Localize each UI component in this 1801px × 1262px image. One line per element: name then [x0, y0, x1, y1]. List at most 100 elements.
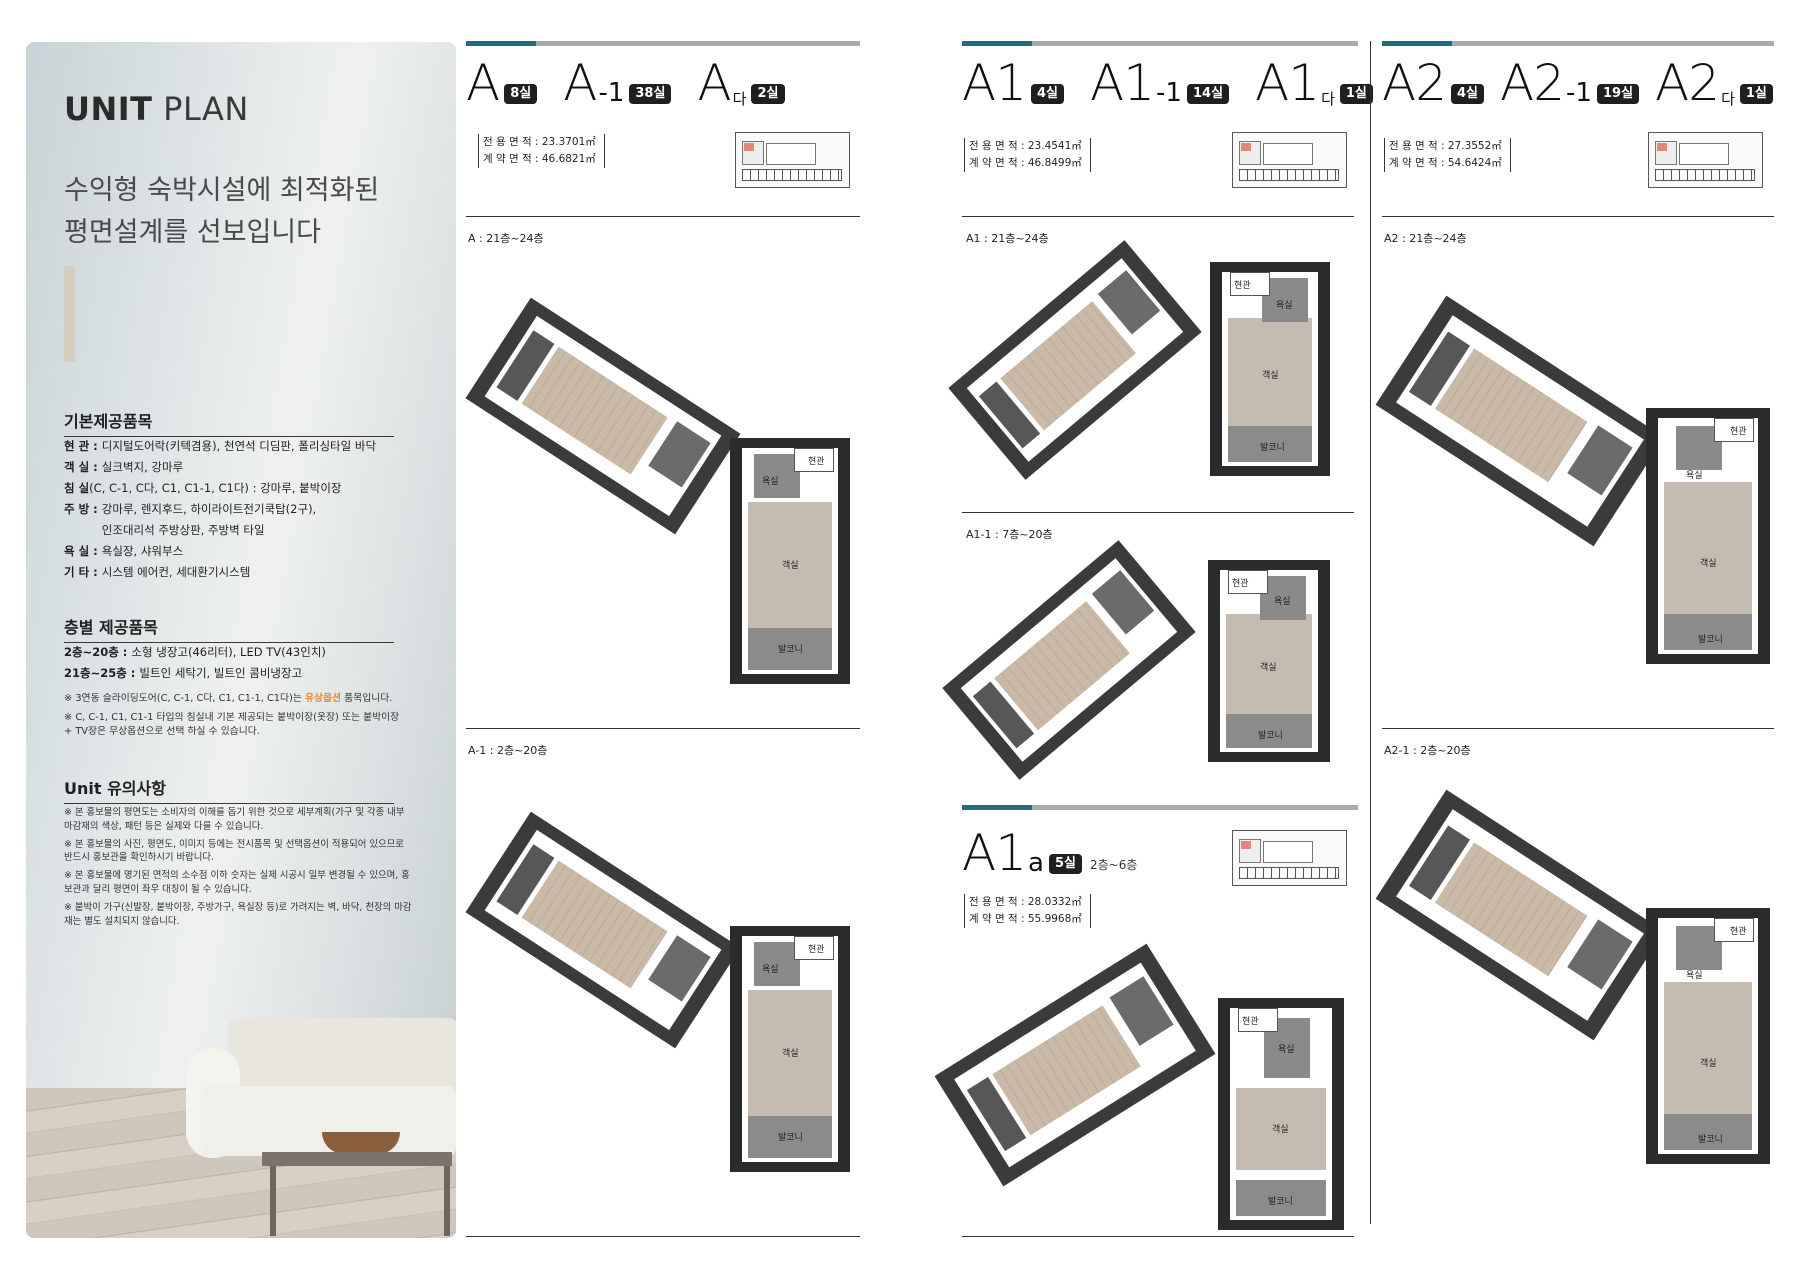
col-a1-section-2: A1-1 : 7층~20층 — [966, 528, 1053, 541]
plan-a1-2d: 현관 욕실 객실 발코니 — [1210, 262, 1330, 476]
label-bath: 욕실 — [1274, 597, 1291, 607]
basic-item-bath: 욕 실 : 욕실장, 샤워부스 — [64, 544, 184, 558]
unit-notes-heading: Unit 유의사항 — [64, 775, 394, 804]
col-a-rule-1 — [466, 216, 860, 217]
basic-item-etc: 기 타 : 시스템 에어컨, 세대환기시스템 — [64, 565, 251, 579]
label-room: 객실 — [1272, 1125, 1289, 1135]
col-a1a-key-plan — [1232, 830, 1347, 886]
col-a2-rule-2 — [1382, 728, 1774, 729]
label-balcony: 발코니 — [1268, 1197, 1293, 1207]
room-count-badge: 19실 — [1596, 84, 1640, 104]
floor-notes: ※ 3연동 슬라이딩도어(C, C-1, C다, C1, C1-1, C1다)는… — [64, 692, 409, 744]
unit-note-3: ※ 본 홍보물에 명기된 면적의 소수점 이하 숫자는 실제 시공시 일부 변경… — [64, 870, 410, 895]
unit-note-1: ※ 본 홍보물의 평면도는 소비자의 이해를 돕기 위한 것으로 세부계획(가구… — [64, 807, 405, 832]
exclusive-area: 전 용 면 적 : 27.3552㎡ — [1389, 140, 1502, 152]
exclusive-area: 전 용 면 적 : 28.0332㎡ — [969, 896, 1082, 908]
room-count-badge: 2실 — [751, 84, 785, 104]
exclusive-area: 전 용 면 적 : 23.4541㎡ — [969, 140, 1082, 152]
title-unit: UNIT — [64, 90, 153, 128]
label-balcony: 발코니 — [1258, 731, 1283, 741]
label-room: 객실 — [1700, 559, 1717, 569]
label-entrance: 현관 — [808, 457, 825, 467]
label-room: 객실 — [782, 1049, 799, 1059]
col-a-rule-2 — [466, 728, 860, 729]
coffee-table — [262, 1152, 452, 1166]
label-entrance: 현관 — [1232, 579, 1249, 589]
room-count-badge: 4실 — [1451, 84, 1485, 104]
column-divider — [1370, 41, 1371, 1224]
basic-item-room: 객 실 : 실크벽지, 강마루 — [64, 460, 184, 474]
label-balcony: 발코니 — [1698, 635, 1723, 645]
label-room: 객실 — [1260, 663, 1277, 673]
bowl-image — [322, 1132, 400, 1154]
room-count-badge: 1실 — [1739, 84, 1773, 104]
label-bath: 욕실 — [1686, 471, 1703, 481]
col-a1-bottom-rule — [962, 1236, 1354, 1237]
col-a2-area: 전 용 면 적 : 27.3552㎡ 계 약 면 적 : 54.6424㎡ — [1384, 138, 1511, 172]
room-count-badge: 5실 — [1048, 854, 1082, 874]
plan-a-1-3d — [465, 811, 741, 1049]
accent-bar — [64, 266, 75, 362]
floor-item-high: 21층~25층 : 빌트인 세탁기, 빌트인 콤비냉장고 — [64, 666, 303, 680]
room-count-badge: 14실 — [1186, 84, 1230, 104]
label-bath: 욕실 — [1278, 1045, 1295, 1055]
label-entrance: 현관 — [1730, 427, 1747, 437]
label-entrance: 현관 — [1234, 281, 1251, 291]
col-a-area: 전 용 면 적 : 23.3701㎡ 계 약 면 적 : 46.6821㎡ — [478, 134, 605, 168]
plan-a1-1-3d — [942, 540, 1196, 780]
floor-range: 2층~6층 — [1089, 858, 1138, 872]
unit-notes-list: ※ 본 홍보물의 평면도는 소비자의 이해를 돕기 위한 것으로 세부계획(가구… — [64, 806, 414, 932]
label-balcony: 발코니 — [778, 1133, 803, 1143]
table-leg — [270, 1166, 276, 1236]
label-room: 객실 — [1262, 371, 1279, 381]
exclusive-area: 전 용 면 적 : 23.3701㎡ — [483, 136, 596, 148]
col-a-topbar — [466, 41, 860, 46]
col-a1-rule-1 — [962, 216, 1354, 217]
page-title: UNIT PLAN — [64, 90, 249, 128]
room-count-badge: 38실 — [629, 84, 672, 104]
basic-item-kitchen: 주 방 : 강마루, 렌지후드, 하이라이트전기쿡탑(2구), 인조대리석 주방… — [64, 502, 317, 537]
basic-items-heading: 기본제공품목 — [64, 408, 394, 437]
living-room-photo — [26, 978, 456, 1238]
col-a1-key-plan — [1232, 132, 1347, 188]
col-a2-rule-1 — [1382, 216, 1774, 217]
plan-a2-3d — [1375, 295, 1665, 547]
plan-a1-3d — [948, 240, 1202, 480]
col-a1-area: 전 용 면 적 : 23.4541㎡ 계 약 면 적 : 46.8499㎡ — [964, 138, 1091, 172]
contract-area: 계 약 면 적 : 46.8499㎡ — [969, 157, 1082, 169]
room-count-badge: 4실 — [1031, 84, 1065, 104]
col-a2-section-2: A2-1 : 2층~20층 — [1384, 744, 1471, 757]
col-a-bottom-rule — [466, 1236, 860, 1237]
intro-panel: UNIT PLAN 수익형 숙박시설에 최적화된 평면설계를 선보입니다 기본제… — [26, 42, 456, 1238]
plan-a1-1-2d: 현관 욕실 객실 발코니 — [1208, 560, 1330, 762]
plan-a-1-2d: 현관 욕실 객실 발코니 — [730, 926, 850, 1172]
floor-items-list: 2층~20층 : 소형 냉장고(46리터), LED TV(43인치) 21층~… — [64, 642, 424, 684]
col-a-section-1: A : 21층~24층 — [468, 232, 544, 245]
headline-line-2: 평면설계를 선보입니다 — [64, 217, 321, 248]
label-bath: 욕실 — [762, 965, 779, 975]
label-bath: 욕실 — [762, 477, 779, 487]
col-a1-section-1: A1 : 21층~24층 — [966, 232, 1049, 245]
label-entrance: 현관 — [1730, 927, 1747, 937]
col-a2-key-plan — [1648, 132, 1763, 188]
col-a1a-topbar — [962, 805, 1358, 810]
label-bath: 욕실 — [1686, 971, 1703, 981]
col-a-section-2: A-1 : 2층~20층 — [468, 744, 548, 757]
label-entrance: 현관 — [808, 945, 825, 955]
col-a1a-area: 전 용 면 적 : 28.0332㎡ 계 약 면 적 : 55.9968㎡ — [964, 894, 1091, 928]
plan-a2-1-2d: 현관 욕실 객실 발코니 — [1646, 908, 1770, 1164]
label-balcony: 발코니 — [778, 645, 803, 655]
contract-area: 계 약 면 적 : 54.6424㎡ — [1389, 157, 1502, 169]
label-balcony: 발코니 — [1698, 1135, 1723, 1145]
plan-a-2d: 현관 욕실 객실 발코니 — [730, 438, 850, 684]
sofa-image — [228, 1018, 456, 1096]
plan-a2-2d: 현관 욕실 객실 발코니 — [1646, 408, 1770, 664]
plan-a-3d — [465, 297, 741, 535]
